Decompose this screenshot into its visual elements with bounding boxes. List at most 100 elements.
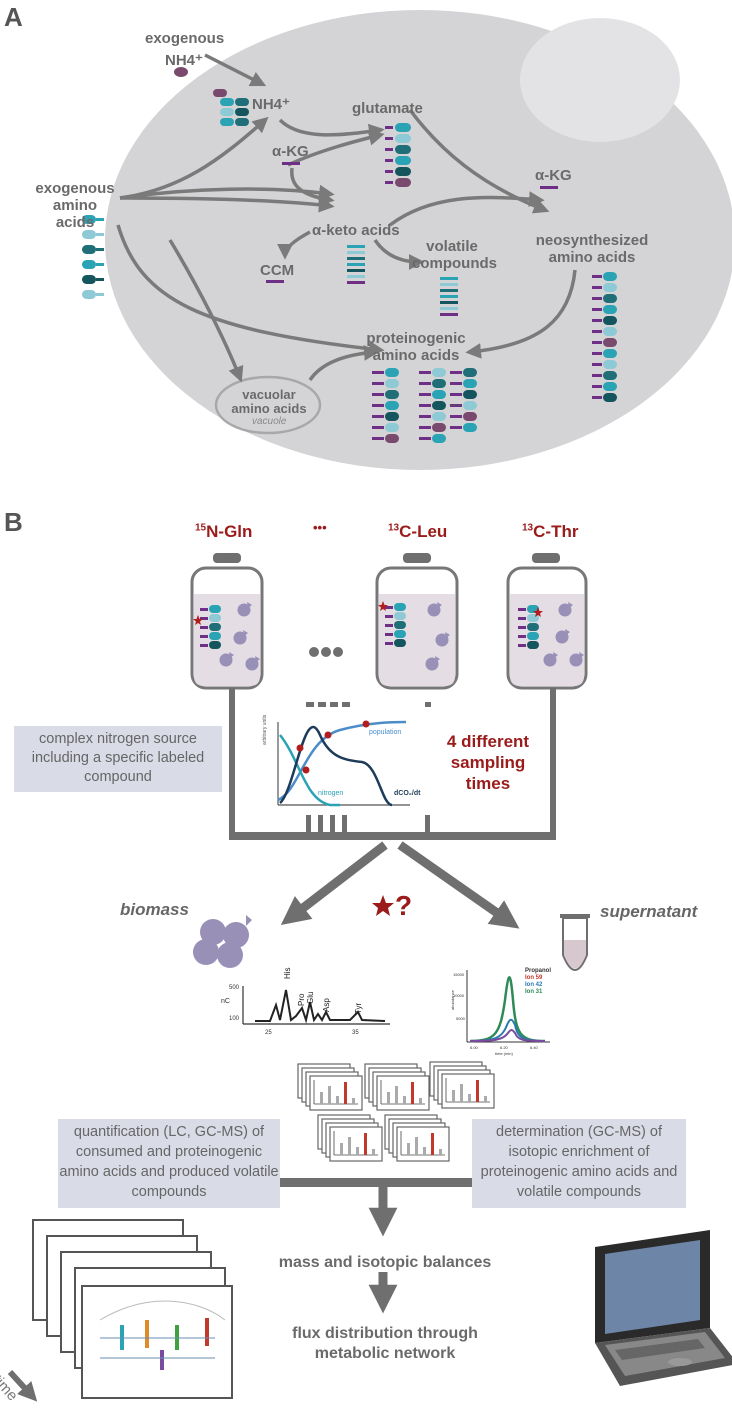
gc-legend: Propanol Ion 59 Ion 42 Ion 31 bbox=[525, 968, 551, 996]
lc-ytick-100: 100 bbox=[229, 1016, 240, 1022]
time-arrow bbox=[7, 1369, 38, 1402]
proteinogenic-label: proteinogenic amino acids bbox=[360, 330, 472, 364]
gc-legend-propanol: Propanol bbox=[525, 968, 552, 974]
keto-acids-bars-icon bbox=[347, 245, 365, 284]
vacuolar-label: vacuolar amino acids bbox=[226, 388, 312, 416]
gc-xtick-640: 6.40 bbox=[530, 1045, 538, 1050]
dco2-curve bbox=[279, 725, 393, 807]
nh4-cluster-icon bbox=[213, 89, 249, 126]
gc-legend-ion59: Ion 59 bbox=[525, 975, 543, 981]
panel-a-letter: A bbox=[4, 2, 23, 32]
sampling-times-label: 4 different sampling times bbox=[446, 732, 530, 793]
nitrogen-label: nitrogen bbox=[318, 790, 344, 797]
tracer-gln-iso: 15 bbox=[195, 522, 207, 534]
mass-balance-label: mass and isotopic balances bbox=[278, 1254, 492, 1271]
lc-ytick-500: 500 bbox=[229, 985, 240, 991]
bottle-aa-stacks-icon bbox=[193, 601, 543, 649]
tracer-leu: 13C-Leu bbox=[388, 522, 447, 542]
volatile-bars-icon bbox=[440, 277, 458, 316]
gc-chromatogram bbox=[466, 970, 550, 1043]
quantification-box: quantification (LC, GC-MS) of consumed a… bbox=[58, 1119, 280, 1208]
lc-peak-glu: Glu bbox=[306, 991, 315, 1004]
ellipsis-dots-icon bbox=[309, 647, 343, 657]
nitrogen-source-box: complex nitrogen source including a spec… bbox=[14, 726, 222, 792]
exogenous-aa-label: exogenous amino acids bbox=[35, 180, 115, 231]
ccm-label: CCM bbox=[260, 262, 295, 279]
vacuolar-line2: amino acids bbox=[231, 401, 307, 416]
dco2-label: dCO₂/dt bbox=[394, 790, 421, 797]
split-arrows bbox=[280, 841, 520, 929]
tracer-thr-name: C-Thr bbox=[533, 522, 579, 541]
keto-acids-label: α-keto acids bbox=[312, 222, 400, 239]
volatile-line1: volatile bbox=[426, 238, 478, 255]
flux-line1: flux distribution through bbox=[292, 1325, 478, 1342]
gc-ytick-15000: 15000 bbox=[453, 972, 465, 977]
tracer-thr-iso: 13 bbox=[522, 522, 534, 534]
biomass-cells-icon bbox=[193, 915, 252, 968]
growth-chart bbox=[277, 720, 410, 807]
population-curve bbox=[277, 720, 407, 802]
lc-chromatogram bbox=[242, 986, 390, 1025]
exogenous-aa-line1: exogenous bbox=[35, 180, 115, 197]
volatile-line2: compounds bbox=[412, 255, 497, 272]
gc-legend-ion31: Ion 31 bbox=[525, 989, 543, 995]
prot-ellipsis: ··· bbox=[449, 398, 461, 412]
akg-bar-1 bbox=[282, 162, 300, 165]
label-star-icon bbox=[372, 895, 394, 916]
tracer-gln-name: N-Gln bbox=[206, 522, 253, 541]
lc-peak-asp: Asp bbox=[322, 998, 331, 1012]
flux-label: flux distribution through metabolic netw… bbox=[260, 1324, 510, 1364]
pathway-arrows bbox=[116, 53, 577, 383]
gc-xtick-620: 6.20 bbox=[500, 1045, 508, 1050]
lc-xtick-25: 25 bbox=[265, 1030, 272, 1036]
exogenous-aa-icon bbox=[82, 215, 104, 299]
merge-bar bbox=[186, 1178, 580, 1187]
tracer-gln: 15N-Gln bbox=[195, 522, 252, 542]
tracer-thr: 13C-Thr bbox=[522, 522, 578, 542]
yeast-cells-icon bbox=[219, 602, 584, 671]
flux-line2: metabolic network bbox=[314, 1345, 456, 1362]
sampling-frame bbox=[229, 688, 556, 840]
ccm-bar bbox=[266, 280, 284, 283]
lc-peak-pro: Pro bbox=[297, 993, 306, 1006]
gc-xtick-600: 6.00 bbox=[470, 1045, 478, 1050]
proteinogenic-line2: amino acids bbox=[372, 347, 460, 364]
lc-peak-his: His bbox=[283, 967, 292, 979]
lc-ylabel: nC bbox=[221, 998, 230, 1005]
tracer-leu-name: C-Leu bbox=[399, 522, 448, 541]
tracer-ellipsis: ••• bbox=[313, 520, 327, 535]
akg-label-1: α-KG bbox=[272, 143, 309, 160]
gc-ytick-5000: 5000 bbox=[456, 1016, 465, 1021]
volatile-label: volatile compounds bbox=[412, 238, 497, 272]
lc-peak-tyr: Tyr bbox=[354, 1002, 363, 1014]
akg-bar-2 bbox=[540, 186, 558, 189]
population-label: population bbox=[369, 729, 402, 736]
lc-xtick-35: 35 bbox=[352, 1030, 359, 1036]
biomass-label: biomass bbox=[120, 900, 189, 919]
growth-ylabel: arbitrary units bbox=[262, 714, 268, 745]
exogenous-aa-line2: amino acids bbox=[52, 197, 98, 231]
vacuole-label: vacuole bbox=[252, 416, 287, 427]
bottle-thr bbox=[506, 553, 588, 690]
question-mark: ? bbox=[395, 890, 413, 921]
akg-label-2: α-KG bbox=[535, 167, 572, 184]
glutamate-stack-icon bbox=[385, 123, 411, 187]
bottle-leu bbox=[375, 553, 459, 690]
proteinogenic-line1: proteinogenic bbox=[366, 330, 466, 347]
proteinogenic-stack-icon bbox=[372, 368, 477, 443]
vacuolar-line1: vacuolar bbox=[242, 387, 296, 402]
neosynthesized-label: neosynthesized amino acids bbox=[530, 232, 654, 266]
neosynthesized-stack-icon bbox=[592, 272, 617, 402]
supernatant-tube-icon bbox=[560, 914, 590, 971]
panel-b-letter: B bbox=[4, 507, 23, 537]
neosynthesized-line1: neosynthesized bbox=[535, 232, 649, 249]
glutamate-label: glutamate bbox=[352, 100, 423, 117]
supernatant-label: supernatant bbox=[600, 902, 698, 921]
vacuole-shape bbox=[214, 375, 322, 435]
gc-xlabel: time (min) bbox=[495, 1051, 513, 1056]
model-pages-stack bbox=[32, 1219, 233, 1399]
nh4-exo-icon bbox=[174, 67, 188, 77]
nh4-exo-label: NH4⁺ bbox=[165, 52, 203, 69]
exogenous-nh4-label: exogenous bbox=[145, 30, 225, 47]
